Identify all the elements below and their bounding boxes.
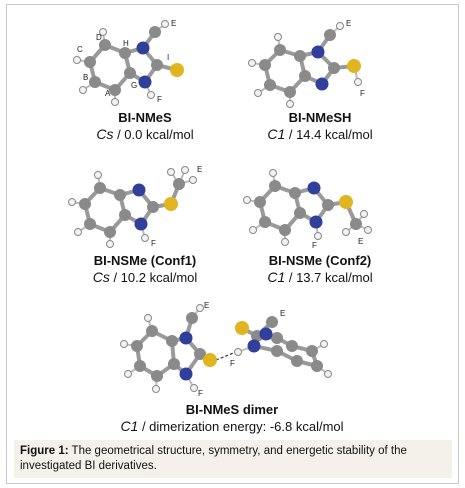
atom-label-g: G: [131, 81, 137, 90]
caption-text: The geometrical structure, symmetry, and…: [20, 445, 407, 472]
molecule-name: BI-NSMe (Conf1): [93, 253, 197, 268]
figure-frame: [6, 4, 459, 484]
energy-label: / 10.2 kcal/mol: [109, 270, 198, 285]
atom-label-c: C: [77, 45, 83, 54]
atom-label-f: F: [198, 389, 203, 398]
atom-label-f: F: [230, 359, 235, 368]
symmetry-label: C1: [267, 126, 286, 142]
energy-label: / 13.7 kcal/mol: [285, 270, 373, 285]
panel-bi-nsme-conf1: E F BI-NSMe (Conf1) Cs / 10.2 kcal/mol: [55, 158, 235, 286]
molecule-name: BI-NMeS: [118, 110, 172, 125]
atom-label-h: H: [123, 39, 129, 48]
atom-label-e: E: [358, 237, 363, 246]
molecule-symmetry-energy: C1 / 14.4 kcal/mol: [230, 126, 410, 143]
molecule-bi-nsme-conf2: E F: [243, 169, 372, 250]
molecule-name: BI-NMeS dimer: [185, 402, 279, 417]
atom-label-i: I: [167, 53, 169, 62]
symmetry-label: Cs: [92, 269, 110, 285]
panel-bi-nmesh: E F BI-NMeSH C1 / 14.4 kcal/mol: [230, 10, 410, 143]
molecule-symmetry-energy: C1 / 13.7 kcal/mol: [230, 269, 410, 286]
molecule-bi-nmes: D C B A G H I E F: [73, 19, 184, 106]
atom-label-f: F: [360, 89, 365, 98]
atom-label-e: E: [346, 19, 351, 28]
molecule-bi-nmesh: E F: [248, 19, 365, 108]
panel-bi-nmes: D C B A G H I E F BI-NMeS Cs / 0.0 kcal/…: [55, 10, 235, 143]
atom-label-f: F: [151, 239, 156, 248]
molecule-symmetry-energy: C1 / dimerization energy: -6.8 kcal/mol: [102, 418, 362, 435]
molecule-symmetry-energy: Cs / 10.2 kcal/mol: [55, 269, 235, 286]
molecule-name: BI-NSMe (Conf2): [268, 253, 372, 268]
atom-label-b: B: [83, 73, 88, 82]
atom-label-e: E: [171, 19, 176, 28]
atom-label-e: E: [197, 165, 202, 174]
symmetry-label: C1: [120, 418, 139, 434]
atom-label-a: A: [105, 89, 111, 98]
panel-bi-nmes-dimer: E F E F BI-NMeS dimer C1 / dimerization …: [102, 296, 362, 435]
symmetry-label: Cs: [96, 126, 114, 142]
atom-label-d: D: [96, 33, 102, 42]
molecule-bi-nsme-conf1: E F: [68, 165, 202, 248]
atom-label-f: F: [157, 95, 162, 104]
atom-label-e: E: [280, 309, 285, 318]
energy-label: / 0.0 kcal/mol: [113, 127, 194, 142]
panel-bi-nsme-conf2: E F BI-NSMe (Conf2) C1 / 13.7 kcal/mol: [230, 158, 410, 286]
molecule-symmetry-energy: Cs / 0.0 kcal/mol: [55, 126, 235, 143]
molecule-bi-nmes-dimer: E F E F: [120, 301, 332, 398]
energy-label: / dimerization energy: -6.8 kcal/mol: [138, 419, 344, 434]
caption-label: Figure 1:: [20, 445, 69, 457]
molecule-name: BI-NMeSH: [288, 110, 352, 125]
symmetry-label: C1: [267, 269, 286, 285]
atom-label-f: F: [312, 241, 317, 250]
figure-caption: Figure 1: The geometrical structure, sym…: [14, 440, 452, 478]
atom-label-e: E: [204, 301, 209, 310]
energy-label: / 14.4 kcal/mol: [285, 127, 373, 142]
